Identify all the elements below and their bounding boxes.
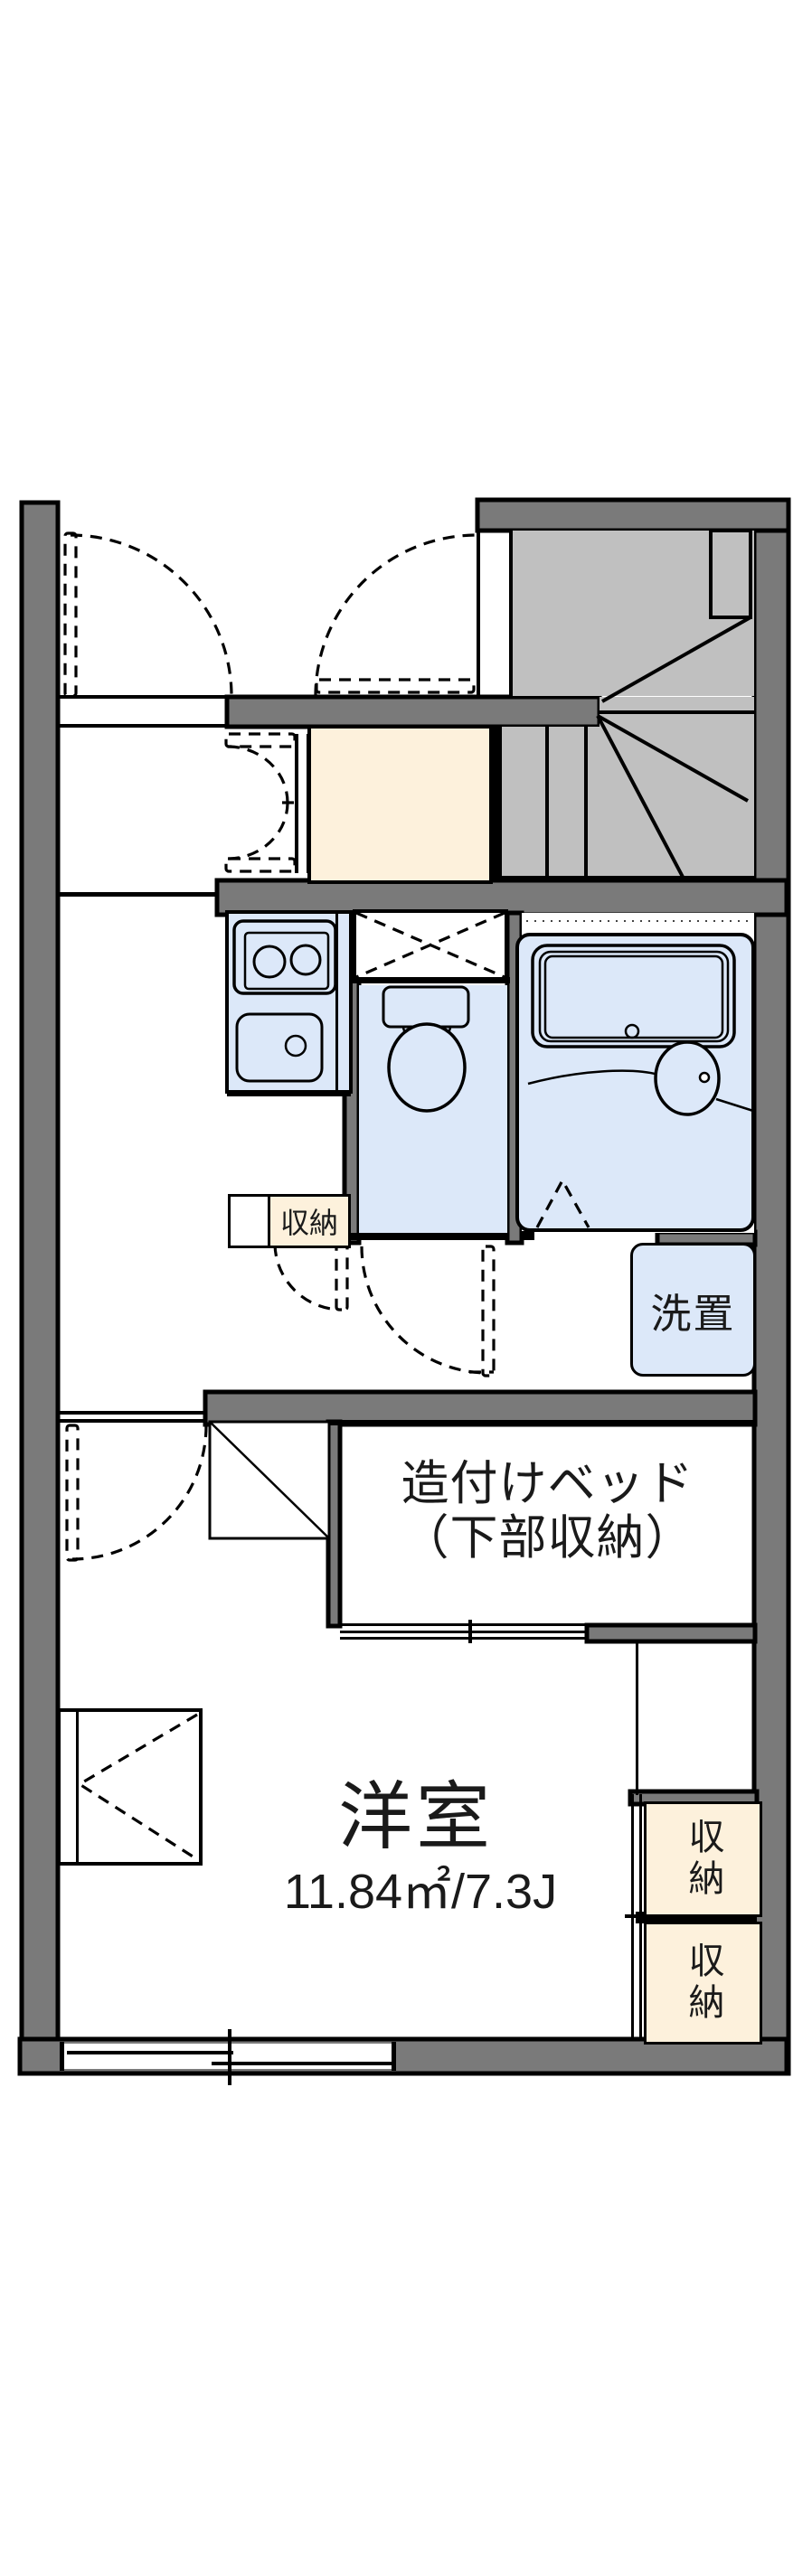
toilet-room	[345, 985, 509, 1240]
built-in-bed-label-line2: （下部収納）	[401, 1511, 694, 1565]
room-area-label: 11.84㎡/7.3J	[283, 1865, 558, 1919]
stair-step-line	[597, 714, 749, 803]
closet-side-line	[636, 1640, 638, 1795]
built-in-bed-label: 造付けベッド （下部収納）	[340, 1457, 755, 1565]
left-wall	[19, 500, 61, 2075]
bottom-window	[60, 2029, 396, 2085]
stove-top	[243, 931, 330, 991]
entry-door-leaf	[63, 531, 78, 698]
kitchen-counter-edge	[227, 1094, 351, 1096]
hall-stairs-wall	[224, 694, 602, 729]
sink-drain	[284, 1034, 307, 1058]
hall-cabinet-box	[228, 1194, 273, 1248]
built-in-bed-label-line1: 造付けベッド	[401, 1457, 694, 1510]
stove-icon	[232, 919, 337, 995]
side-window-sash	[76, 1712, 79, 1862]
staircase	[477, 529, 754, 881]
toilet-door-swing	[360, 1246, 489, 1375]
bed-front-line	[340, 1623, 588, 1626]
hall-door-leaf	[315, 678, 476, 694]
sink-icon	[235, 1012, 324, 1083]
toilet-bowl-icon	[387, 1022, 467, 1113]
window-jamb	[60, 2042, 64, 2071]
bath-door-fold	[535, 1177, 590, 1228]
hall-storage-box: 収納	[268, 1194, 351, 1248]
stair-step-line	[596, 715, 685, 879]
hall-opening-line	[57, 695, 228, 699]
storage-door-swing	[227, 745, 289, 804]
bed-front-line	[340, 1637, 588, 1640]
bedroom-closet-lower: 収納	[644, 1922, 762, 2045]
storage-door-leaf	[224, 732, 297, 748]
window-sash-line	[67, 2051, 233, 2054]
window-jamb	[392, 2042, 396, 2071]
room-name-label: 洋室	[337, 1776, 494, 1858]
bed-front-line	[340, 1631, 588, 1633]
hall-storage-door-swing	[273, 1244, 343, 1312]
bedroom-closet-upper: 収納	[644, 1801, 762, 1917]
toilet-tank	[382, 985, 470, 1029]
burner-icon	[252, 945, 287, 979]
storage-door-swing	[227, 802, 289, 860]
corner-counter-diagonal	[210, 1422, 329, 1538]
bath-unit	[515, 933, 755, 1232]
bedroom-opening-line	[57, 1411, 206, 1415]
bed-bottom-wall	[584, 1622, 758, 1644]
hall-boundary-line	[57, 892, 218, 897]
toilet-bottom-wall	[345, 1233, 509, 1240]
stair-step-line	[601, 616, 751, 703]
bathtub-icon	[531, 944, 736, 1048]
window-sash-line	[212, 2062, 392, 2065]
stairs-landing	[709, 529, 752, 619]
hall-door-swing	[314, 533, 477, 697]
bedroom-door-swing	[71, 1424, 208, 1561]
stairs-edge	[500, 876, 754, 881]
burner-icon	[289, 944, 322, 976]
side-window-swing	[76, 1713, 198, 1861]
hall-storage-door-leaf	[335, 1243, 349, 1312]
bath-door-jamb	[520, 1231, 534, 1240]
stairs-doorway-jamb	[477, 531, 480, 696]
window-center-tick	[228, 2029, 231, 2085]
doors	[63, 531, 496, 1562]
kitchen-counter	[225, 910, 353, 1094]
top-wall	[475, 497, 791, 533]
hall-opening-line	[57, 724, 228, 728]
washstand-counter	[527, 1069, 659, 1086]
stairs-lower-area	[500, 727, 754, 879]
refrigerator-bottom-line	[351, 977, 510, 983]
stairs-edge	[509, 531, 513, 696]
washer-space-box: 洗置	[630, 1243, 756, 1377]
bathtub-rim	[538, 950, 730, 1043]
entry-door-swing	[70, 533, 233, 697]
entrance-storage	[224, 725, 501, 884]
kitchen-counter-edge	[335, 914, 338, 1090]
thin-walls	[57, 695, 228, 1423]
bathroom	[515, 913, 755, 1240]
washbasin-icon	[654, 1040, 721, 1116]
bed-top-border	[328, 1420, 755, 1425]
refrigerator-space	[351, 909, 510, 983]
refrigerator-cross	[355, 911, 505, 979]
bedroom-door-leaf	[65, 1424, 80, 1562]
bedroom-fittings	[57, 1420, 331, 1866]
storage-door-face	[295, 734, 298, 873]
faucet-icon	[698, 1071, 711, 1084]
storage-stairs-divider	[489, 728, 501, 881]
storage-door-face	[307, 734, 310, 873]
toilet-door-leaf	[481, 1245, 496, 1377]
side-window-box	[57, 1708, 203, 1866]
storage-floor	[307, 725, 493, 884]
built-in-bed	[328, 1420, 755, 1643]
bathtub-drain	[624, 1023, 640, 1039]
storage-door-leaf	[224, 857, 297, 873]
bedroom-partition-wall	[203, 1389, 758, 1427]
kitchen	[225, 910, 353, 1096]
bed-front-tick	[468, 1620, 472, 1643]
washstand-counter	[715, 1097, 754, 1113]
bedroom-opening-line	[57, 1419, 206, 1423]
